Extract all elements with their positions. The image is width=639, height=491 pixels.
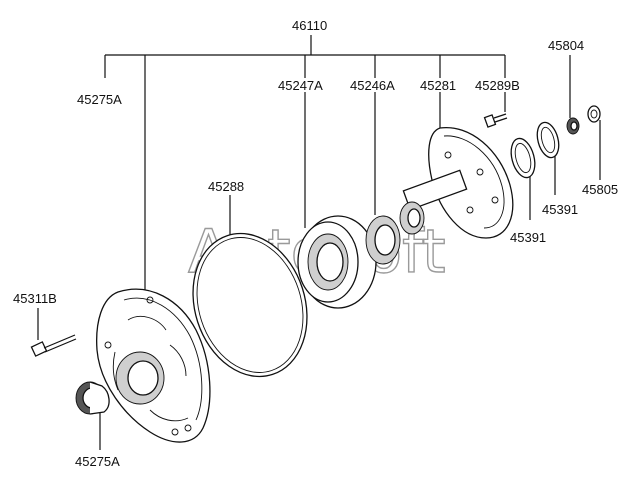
o-ring: [192, 232, 308, 378]
small-bolt: [483, 113, 508, 128]
label-45289b: 45289B: [475, 78, 520, 93]
label-45247a: 45247A: [278, 78, 323, 93]
washer-inner: [590, 109, 598, 119]
label-45275a-top: 45275A: [77, 92, 122, 107]
seal-ring-upper-inner: [540, 126, 556, 154]
outer-gear: [297, 215, 377, 309]
leader-lines: [37, 35, 601, 450]
seal-ring-upper: [536, 121, 560, 159]
label-45805: 45805: [582, 182, 618, 197]
oil-seal: [75, 381, 110, 415]
label-45281: 45281: [420, 78, 456, 93]
label-45275a-bottom: 45275A: [75, 454, 120, 469]
long-bolt: [30, 334, 77, 357]
seal-ring-lower-inner: [514, 142, 532, 174]
seal-ring-lower: [510, 137, 536, 179]
washer: [587, 105, 601, 123]
label-45246a: 45246A: [350, 78, 395, 93]
plug-inner: [570, 121, 578, 131]
label-45311b: 45311B: [13, 291, 57, 306]
stator-assembly: [399, 126, 514, 239]
o-ring-inner: [196, 237, 304, 373]
label-46110: 46110: [292, 18, 327, 33]
label-45804: 45804: [548, 38, 584, 53]
label-45391-lower: 45391: [510, 230, 546, 245]
inner-gear: [365, 215, 401, 265]
label-45288: 45288: [208, 179, 244, 194]
label-45391-upper: 45391: [542, 202, 578, 217]
pump-housing: [96, 288, 211, 443]
